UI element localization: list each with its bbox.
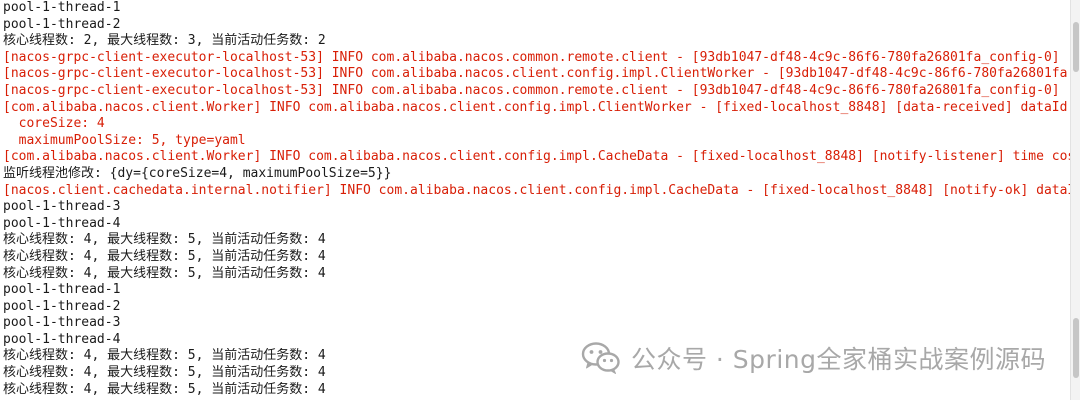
console-line: 核心线程数: 4, 最大线程数: 5, 当前活动任务数: 4 <box>3 381 326 397</box>
console-line: pool-1-thread-2 <box>3 16 121 32</box>
console-line: pool-1-thread-2 <box>3 298 121 314</box>
console-line: pool-1-thread-3 <box>3 199 121 215</box>
console-line: [nacos.client.cachedata.internal.notifie… <box>3 182 1073 198</box>
console-line: [nacos-grpc-client-executor-localhost-53… <box>3 49 1060 65</box>
console-line: pool-1-thread-4 <box>3 331 121 347</box>
console-line: 核心线程数: 4, 最大线程数: 5, 当前活动任务数: 4 <box>3 348 326 364</box>
console-line: 核心线程数: 4, 最大线程数: 5, 当前活动任务数: 4 <box>3 232 326 248</box>
watermark-text: 公众号 · Spring全家桶实战案例源码 <box>630 345 1046 374</box>
wechat-icon <box>581 342 620 374</box>
console-line: 核心线程数: 2, 最大线程数: 3, 当前活动任务数: 2 <box>3 33 326 49</box>
scrollbar-thumb[interactable] <box>1073 22 1079 72</box>
console-line: [nacos-grpc-client-executor-localhost-53… <box>3 66 1068 82</box>
watermark: 公众号 · Spring全家桶实战案例源码 <box>581 338 1046 378</box>
vertical-scrollbar[interactable] <box>1070 0 1080 400</box>
console-line: [nacos-grpc-client-executor-localhost-53… <box>3 82 1060 98</box>
console-line: pool-1-thread-3 <box>3 315 121 331</box>
console-line: 核心线程数: 4, 最大线程数: 5, 当前活动任务数: 4 <box>3 248 326 264</box>
console-line: 核心线程数: 4, 最大线程数: 5, 当前活动任务数: 4 <box>3 365 326 381</box>
scrollbar-thumb-lower[interactable] <box>1073 318 1079 378</box>
console-line: [com.alibaba.nacos.client.Worker] INFO c… <box>3 149 1073 165</box>
console-line: maximumPoolSize: 5, type=yaml <box>3 132 246 148</box>
console-line: pool-1-thread-1 <box>3 282 121 298</box>
console-line: pool-1-thread-1 <box>3 0 121 15</box>
console-line: coreSize: 4 <box>3 116 105 132</box>
console-line: 监听线程池修改: {dy={coreSize=4, maximumPoolSiz… <box>3 165 392 181</box>
console-line: [com.alibaba.nacos.client.Worker] INFO c… <box>3 99 1068 115</box>
console-line: pool-1-thread-4 <box>3 215 121 231</box>
console-line: 核心线程数: 4, 最大线程数: 5, 当前活动任务数: 4 <box>3 265 326 281</box>
